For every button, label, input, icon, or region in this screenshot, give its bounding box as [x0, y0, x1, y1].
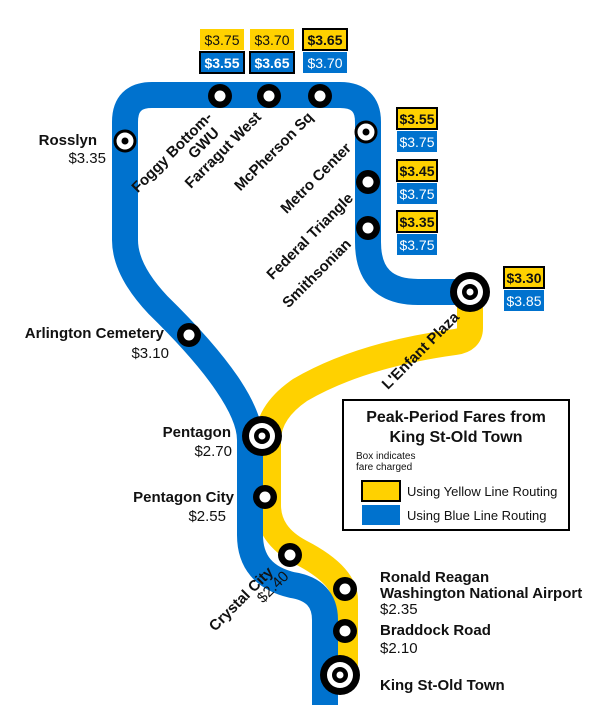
fare-box-federal-triangle: $3.45 $3.75: [396, 159, 438, 204]
station-federal-triangle[interactable]: [356, 170, 380, 194]
legend-blue-swatch: [362, 505, 400, 525]
svg-text:$3.30: $3.30: [506, 270, 541, 286]
svg-text:Box indicates: Box indicates: [356, 451, 415, 462]
station-crystal-city[interactable]: [278, 543, 302, 567]
svg-text:$3.85: $3.85: [506, 293, 541, 309]
legend-yellow-swatch: [361, 480, 401, 502]
svg-text:$3.65: $3.65: [254, 55, 289, 71]
station-airport[interactable]: [333, 577, 357, 601]
label-airport-line2: Washington National Airport: [380, 585, 582, 602]
label-airport-line1: Ronald Reagan: [380, 569, 489, 586]
station-mcpherson-sq[interactable]: [308, 84, 332, 108]
svg-text:$3.35: $3.35: [399, 214, 434, 230]
station-farragut-west[interactable]: [257, 84, 281, 108]
label-king-st: King St-Old Town: [380, 677, 505, 694]
label-arlington-cemetery: Arlington Cemetery: [25, 325, 165, 342]
svg-text:Using Yellow Line Routing: Using Yellow Line Routing: [407, 484, 557, 499]
fare-pentagon: $2.70: [194, 443, 232, 460]
svg-text:Using Blue Line Routing: Using Blue Line Routing: [407, 508, 546, 523]
station-braddock-road[interactable]: [333, 619, 357, 643]
svg-text:$3.70: $3.70: [307, 55, 342, 71]
fare-airport: $2.35: [380, 601, 418, 618]
svg-text:$3.65: $3.65: [307, 32, 342, 48]
fare-box-metro-center: $3.55 $3.75: [396, 107, 438, 152]
svg-text:$3.75: $3.75: [399, 186, 434, 202]
fare-box-mcpherson: $3.65 $3.70: [302, 28, 348, 73]
fare-arlington-cemetery: $3.10: [131, 345, 169, 362]
station-king-st[interactable]: [320, 655, 360, 695]
svg-text:$3.55: $3.55: [399, 111, 434, 127]
fare-braddock-road: $2.10: [380, 640, 418, 657]
fare-box-farragut: $3.70 $3.65: [249, 29, 295, 74]
label-braddock-road: Braddock Road: [380, 622, 491, 639]
svg-text:fare charged: fare charged: [356, 462, 412, 473]
station-arlington-cemetery[interactable]: [177, 323, 201, 347]
svg-text:$3.70: $3.70: [254, 32, 289, 48]
label-rosslyn: Rosslyn: [39, 132, 97, 149]
svg-text:$3.45: $3.45: [399, 163, 434, 179]
station-lenfant-plaza[interactable]: [450, 272, 490, 312]
yellow-line: [255, 292, 483, 672]
svg-text:$3.55: $3.55: [204, 55, 239, 71]
station-pentagon-city[interactable]: [253, 485, 277, 509]
svg-text:King St-Old Town: King St-Old Town: [389, 429, 522, 446]
station-pentagon[interactable]: [242, 416, 282, 456]
station-foggy-bottom[interactable]: [208, 84, 232, 108]
svg-text:$3.75: $3.75: [399, 237, 434, 253]
fare-box-foggy: $3.75 $3.55: [199, 29, 245, 74]
fare-box-lenfant: $3.30 $3.85: [503, 266, 545, 311]
station-smithsonian[interactable]: [356, 216, 380, 240]
label-pentagon: Pentagon: [163, 424, 231, 441]
fare-rosslyn: $3.35: [68, 150, 106, 167]
label-pentagon-city: Pentagon City: [133, 489, 234, 506]
fare-box-smithsonian: $3.35 $3.75: [396, 210, 438, 255]
legend: Peak-Period Fares from King St-Old Town …: [342, 399, 570, 531]
svg-text:$3.75: $3.75: [204, 32, 239, 48]
station-metro-center[interactable]: [354, 120, 378, 144]
station-rosslyn[interactable]: [113, 129, 137, 153]
fare-pentagon-city: $2.55: [188, 508, 226, 525]
svg-text:Peak-Period Fares from: Peak-Period Fares from: [366, 409, 546, 426]
svg-text:$3.75: $3.75: [399, 134, 434, 150]
